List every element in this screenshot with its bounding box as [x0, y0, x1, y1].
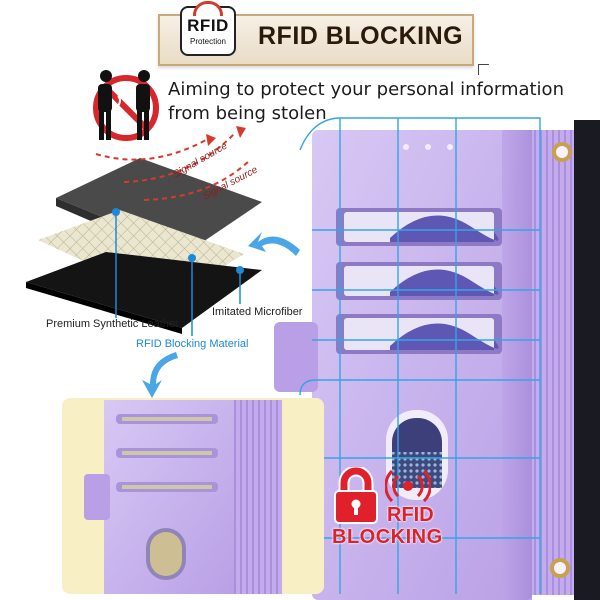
rfid-protection-badge: RFID Protection — [180, 1, 236, 56]
corner-mark — [478, 64, 489, 75]
label-rfid-material: RFID Blocking Material — [136, 338, 249, 350]
badge-sub-text: Protection — [189, 37, 227, 46]
tagline: Aiming to protect your personal informat… — [168, 79, 564, 124]
wireless-signal-icon — [193, 1, 223, 16]
label-microfiber: Imitated Microfiber — [212, 306, 303, 318]
label-leather: Premium Synthetic Leather — [46, 318, 179, 330]
wireless-signal-icon — [385, 469, 431, 503]
rfid-label: RFID — [387, 504, 434, 526]
signal-arrows — [95, 131, 251, 201]
banner-title: RFID BLOCKING — [258, 22, 464, 50]
curved-arrow-icon — [142, 232, 300, 398]
layer-markers — [112, 208, 244, 336]
blocking-label: BLOCKING — [332, 526, 443, 548]
arrow-heads — [206, 126, 246, 146]
wallet-inset — [62, 398, 324, 594]
no-skimming-icon — [93, 70, 159, 141]
badge-main-text: RFID — [187, 16, 229, 35]
padlock-icon — [334, 467, 378, 524]
